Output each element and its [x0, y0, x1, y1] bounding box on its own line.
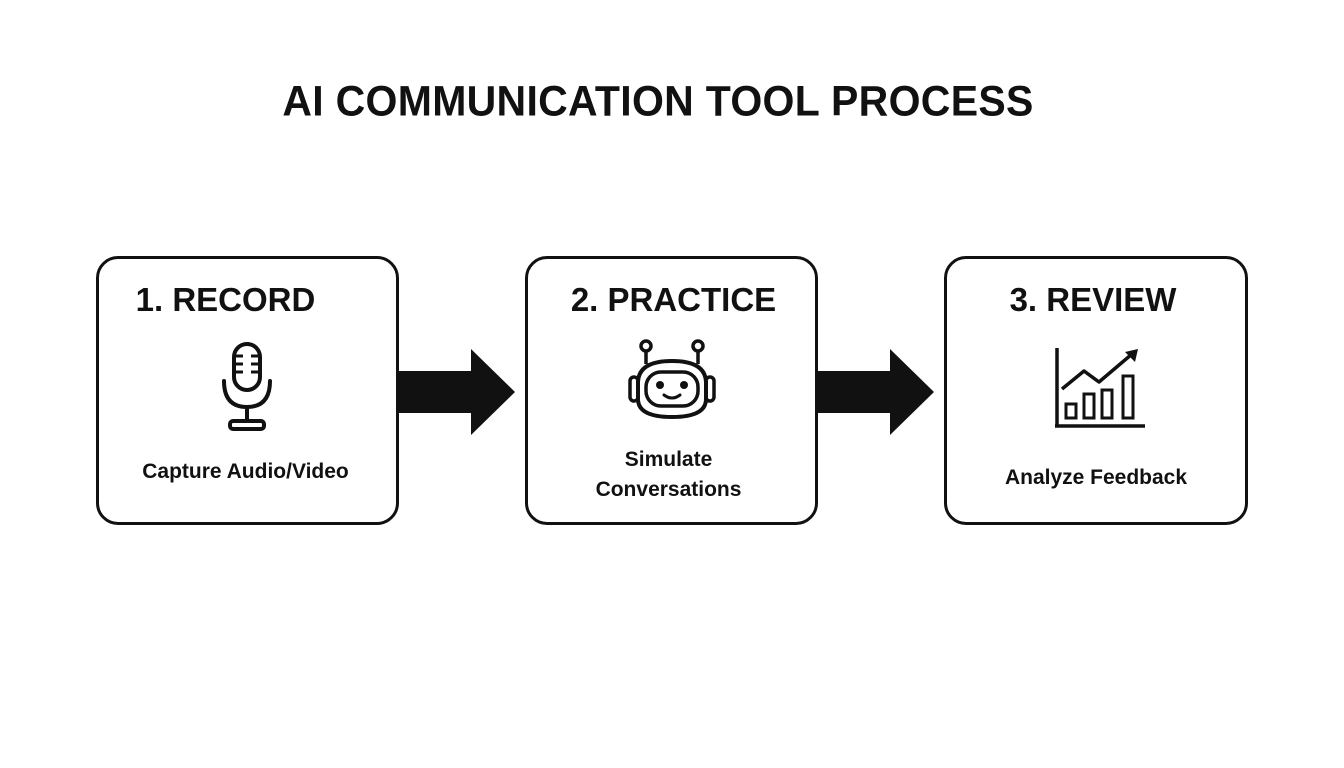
step-review-heading: 3. REVIEW: [1009, 281, 1177, 318]
step-review-caption-line-1: Analyze Feedback: [1004, 466, 1188, 489]
step-record-heading: 1. RECORD: [135, 281, 316, 318]
step-practice-caption-line-2: Conversations: [595, 478, 742, 501]
microphone-icon: [222, 342, 272, 431]
step-practice-heading: 2. PRACTICE: [570, 281, 777, 318]
step-practice-caption-line-1: Simulate: [624, 448, 713, 471]
step-record-caption-line-1: Capture Audio/Video: [142, 460, 349, 483]
arrow-right-icon: [816, 349, 934, 435]
robot-icon: [628, 339, 716, 420]
step-review-box: 3. REVIEW Analyze Feedback: [944, 256, 1248, 525]
step-practice-box: 2. PRACTICE Simulate Conversations: [525, 256, 818, 525]
growth-chart-icon: [1055, 348, 1145, 428]
diagram-title: AI COMMUNICATION TOOL PROCESS: [282, 76, 1034, 126]
arrow-right-icon: [397, 349, 515, 435]
step-record-box: 1. RECORD Capture Audio/Video: [96, 256, 399, 525]
